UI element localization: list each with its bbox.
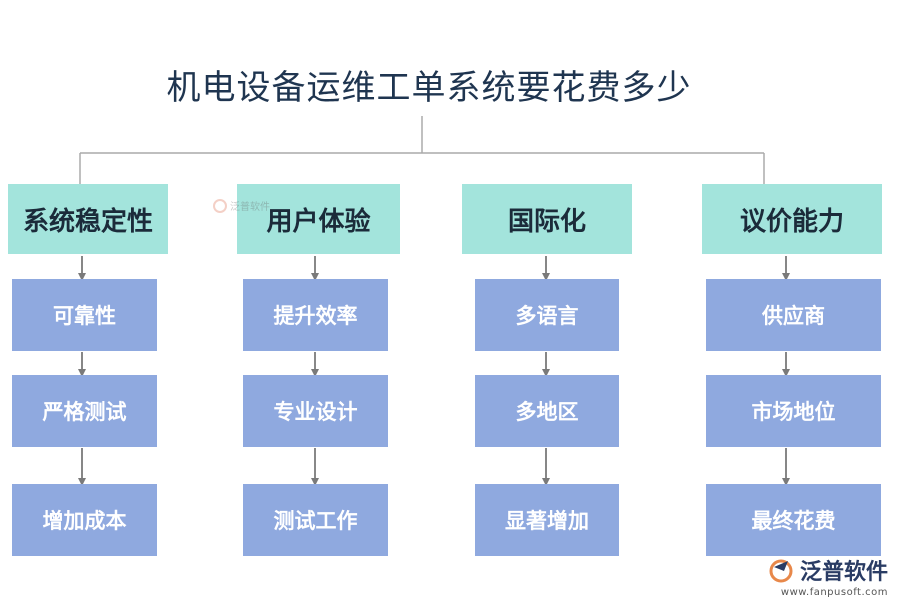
item-increase-cost: 增加成本 [12,484,157,556]
watermark-logo-icon [213,198,227,213]
item-professional-design: 专业设计 [243,375,388,447]
item-reliability: 可靠性 [12,279,157,351]
brand-url: www.fanpusoft.com [780,587,888,598]
item-supplier: 供应商 [706,279,881,351]
item-market-position: 市场地位 [706,375,881,447]
item-multilingual: 多语言 [475,279,619,351]
brand-logo-text: 泛普软件 [799,560,888,585]
diagram-title: 机电设备运维工单系统要花费多少 [166,68,692,108]
watermark-small-text: 泛普软件 [230,202,270,213]
heading-bargaining-power: 议价能力 [702,184,882,254]
brand-logo: 泛普软件 [768,554,888,586]
item-testing-work: 测试工作 [243,484,388,556]
item-improve-efficiency: 提升效率 [243,279,388,351]
item-multi-region: 多地区 [475,375,619,447]
item-final-cost: 最终花费 [706,484,881,556]
item-strict-testing: 严格测试 [12,375,157,447]
brand-mark-icon [769,559,793,583]
item-significant-increase: 显著增加 [475,484,619,556]
heading-user-experience: 用户体验 [237,184,400,254]
heading-internationalization: 国际化 [462,184,632,254]
heading-stability: 系统稳定性 [8,184,168,254]
watermark-small: 泛普软件 [213,198,270,213]
